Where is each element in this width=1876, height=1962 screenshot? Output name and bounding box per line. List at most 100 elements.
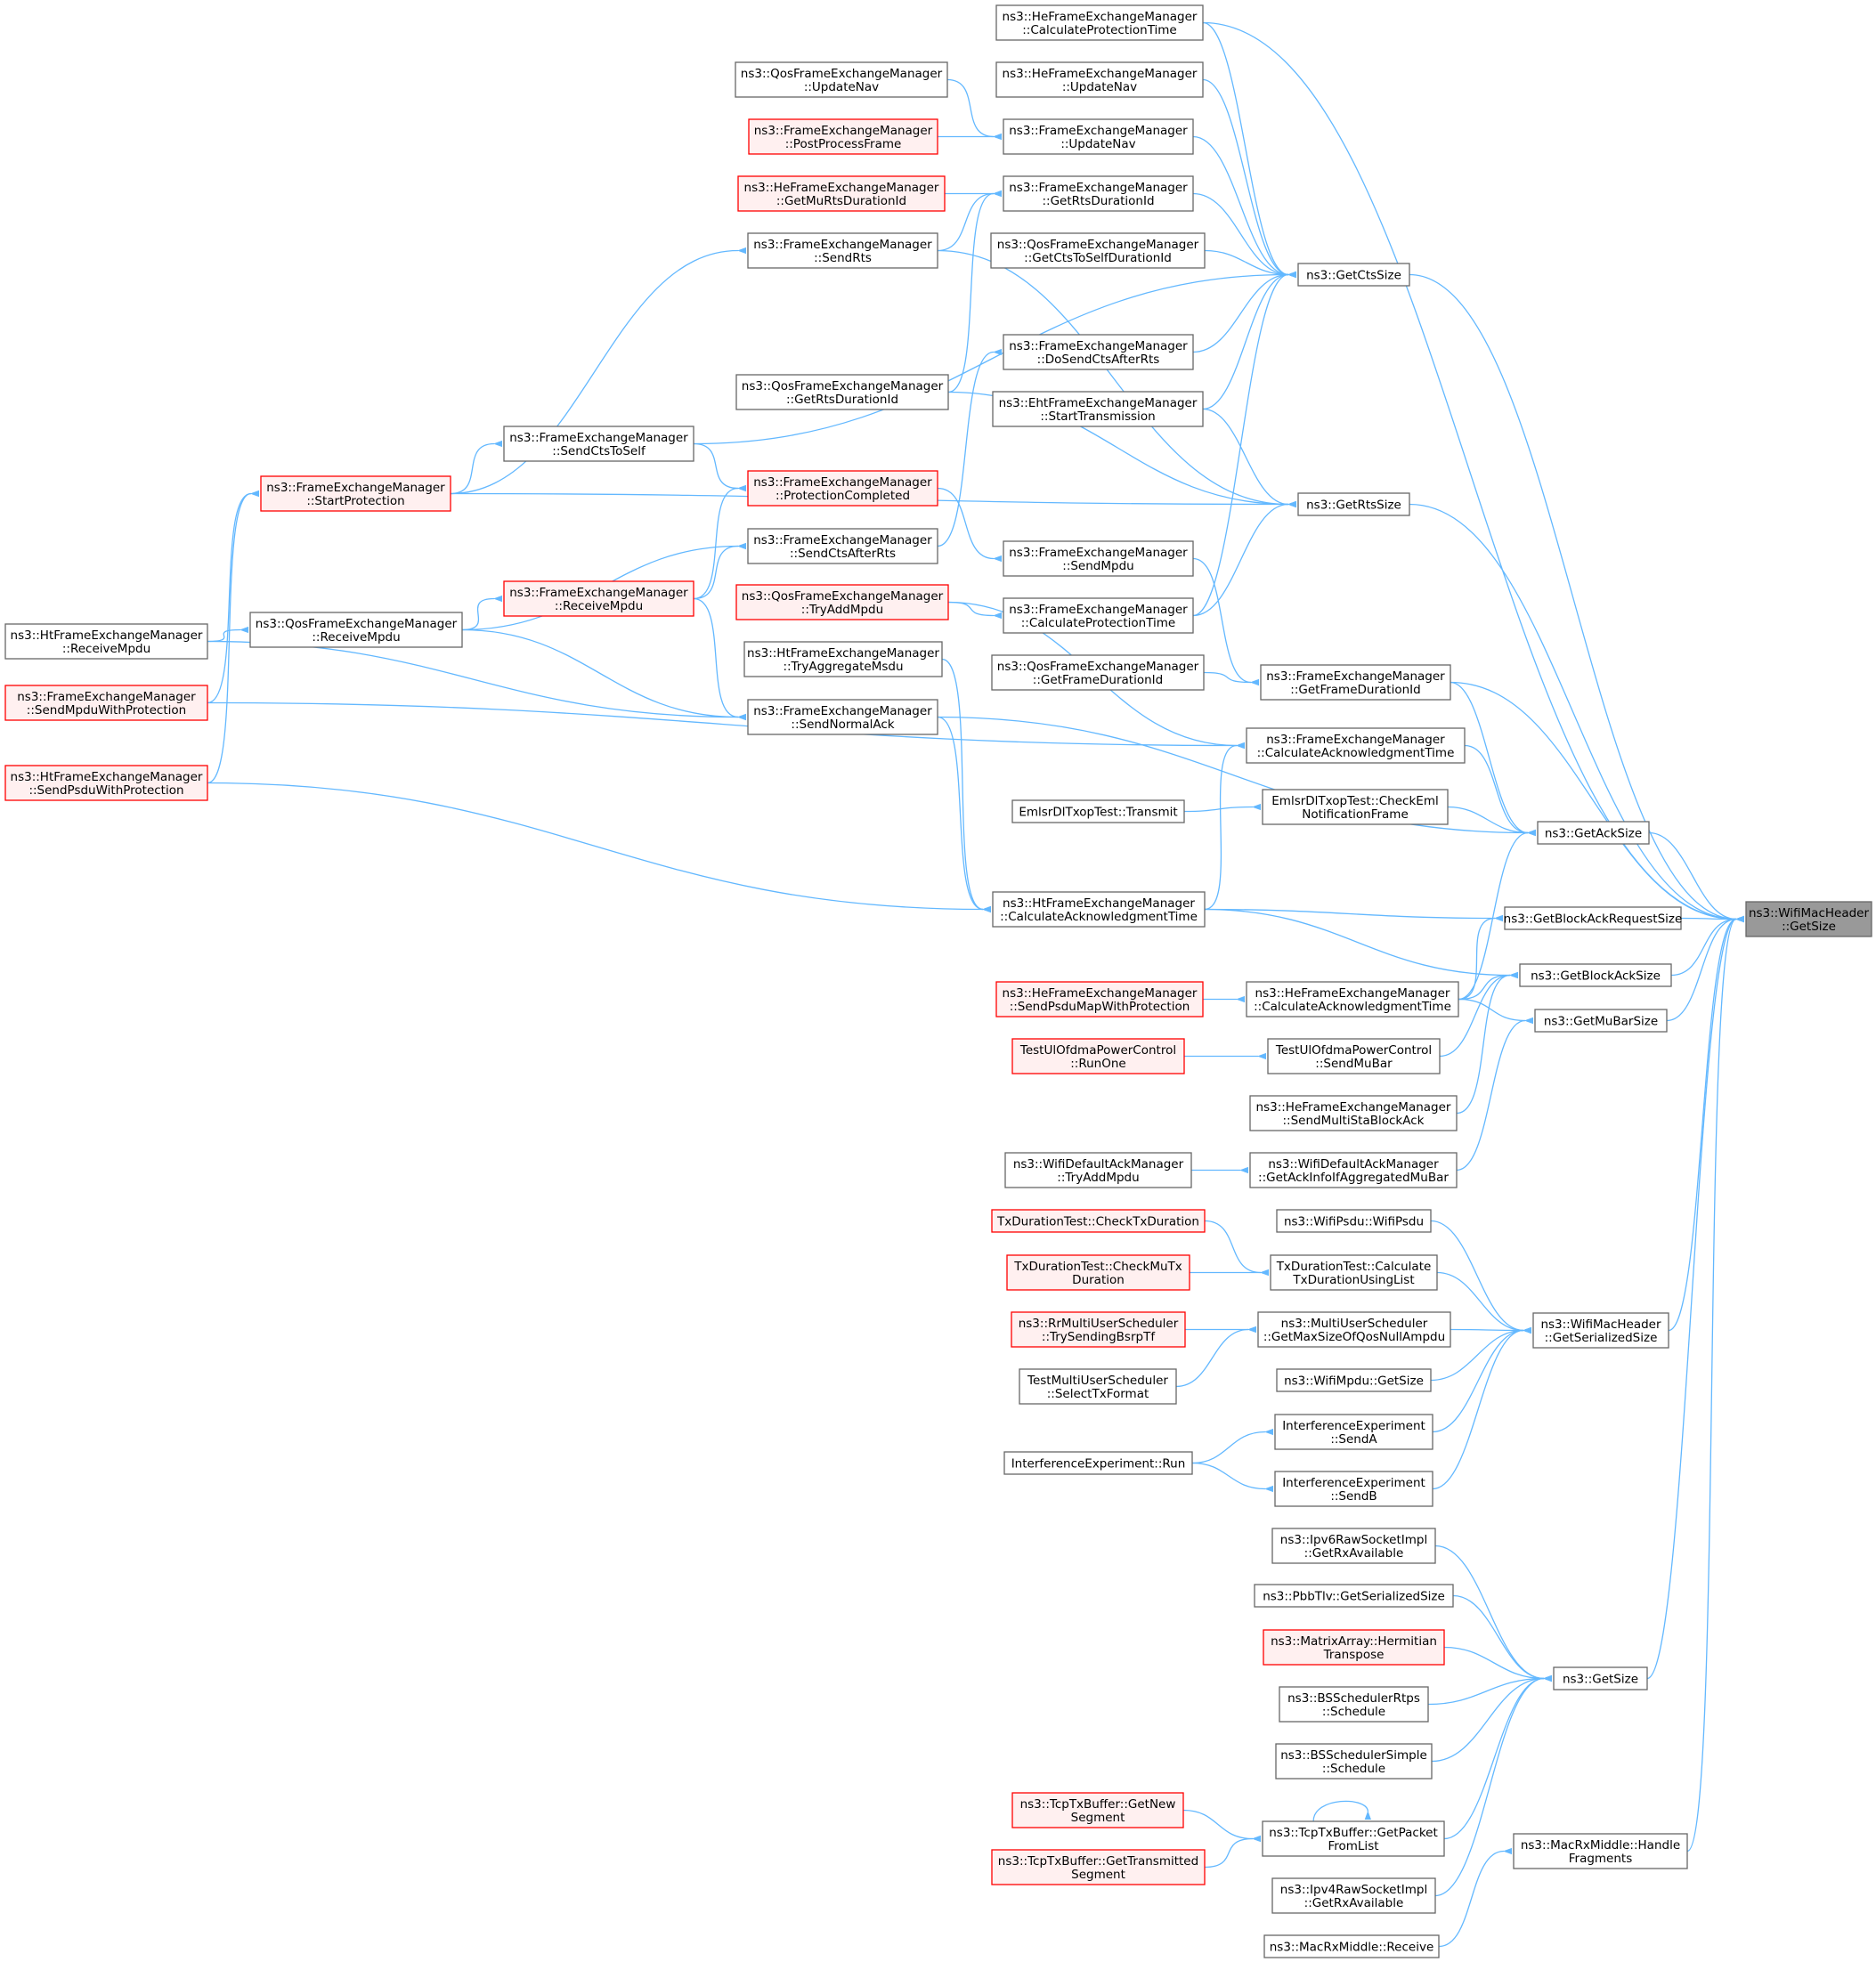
graph-node-qos-tryaddmpdu[interactable]: ns3::QosFrameExchangeManager::TryAddMpdu	[735, 584, 949, 620]
node-label: ns3::GetBlockAckSize	[1531, 969, 1661, 984]
graph-node-he-updatenav[interactable]: ns3::HeFrameExchangeManager::UpdateNav	[995, 61, 1204, 98]
graph-node-getctssize[interactable]: ns3::GetCtsSize	[1297, 263, 1410, 287]
call-edge	[1204, 1220, 1261, 1273]
graph-node-fem-dosendcts[interactable]: ns3::FrameExchangeManager::DoSendCtsAfte…	[1003, 334, 1194, 370]
graph-node-he-sendpsdumap[interactable]: ns3::HeFrameExchangeManager::SendPsduMap…	[995, 981, 1204, 1017]
node-box	[1297, 263, 1410, 287]
node-label: ::GetFrameDurationId	[1290, 683, 1420, 697]
graph-node-getrtssize[interactable]: ns3::GetRtsSize	[1297, 492, 1410, 516]
call-edge	[1183, 807, 1253, 813]
graph-node-he-sendmultista[interactable]: ns3::HeFrameExchangeManager::SendMultiSt…	[1249, 1095, 1458, 1131]
node-box	[503, 426, 694, 462]
graph-node-getbasize[interactable]: ns3::GetBlockAckSize	[1519, 963, 1672, 987]
graph-node-rr-trybsrp[interactable]: ns3::RrMultiUserScheduler::TrySendingBsr…	[1011, 1311, 1186, 1348]
graph-node-getmubarsize[interactable]: ns3::GetMuBarSize	[1534, 1009, 1668, 1033]
graph-node-fem-calcprot[interactable]: ns3::FrameExchangeManager::CalculateProt…	[1003, 597, 1194, 634]
graph-node-bs-simple[interactable]: ns3::BSSchedulerSimple::Schedule	[1275, 1743, 1433, 1780]
graph-node-ipv6-getrx[interactable]: ns3::Ipv6RawSocketImpl::GetRxAvailable	[1271, 1528, 1436, 1564]
node-box	[747, 232, 938, 269]
node-box	[1519, 963, 1672, 987]
node-label: ns3::BSSchedulerRtps	[1287, 1691, 1420, 1706]
graph-node-pbbtlv[interactable]: ns3::PbbTlv::GetSerializedSize	[1254, 1584, 1454, 1608]
node-label: ::CalculateAcknowledgmentTime	[1254, 1000, 1451, 1014]
graph-node-tmus-select[interactable]: TestMultiUserScheduler::SelectTxFormat	[1019, 1368, 1177, 1405]
node-label: ns3::WifiDefaultAckManager	[1013, 1157, 1184, 1172]
node-label: ns3::FrameExchangeManager	[509, 431, 688, 445]
graph-node-rxreceive[interactable]: ns3::MacRxMiddle::Receive	[1263, 1934, 1440, 1958]
graph-node-target[interactable]: ns3::WifiMacHeader::GetSize	[1745, 901, 1872, 937]
graph-node-fem-sendmpduwp[interactable]: ns3::FrameExchangeManager::SendMpduWithP…	[4, 685, 208, 721]
node-label: ::RunOne	[1070, 1057, 1125, 1071]
node-box	[991, 1849, 1206, 1885]
node-label: ::Schedule	[1322, 1705, 1385, 1719]
call-edge	[461, 628, 738, 718]
call-edge	[1182, 1809, 1253, 1839]
graph-node-qos-receivempdu[interactable]: ns3::QosFrameExchangeManager::ReceiveMpd…	[249, 612, 463, 648]
node-label: ns3::HtFrameExchangeManager	[1003, 896, 1195, 911]
graph-node-ie-senda[interactable]: InterferenceExperiment::SendA	[1274, 1414, 1433, 1450]
graph-node-fem-receivempdu[interactable]: ns3::FrameExchangeManager::ReceiveMpdu	[503, 580, 694, 617]
graph-node-ipv4-getrx[interactable]: ns3::Ipv4RawSocketImpl::GetRxAvailable	[1271, 1877, 1436, 1914]
node-label: ::SendCtsAfterRts	[790, 547, 896, 561]
graph-node-he-calcack[interactable]: ns3::HeFrameExchangeManager::CalculateAc…	[1246, 981, 1459, 1017]
graph-node-mus-getmaxsize[interactable]: ns3::MultiUserScheduler::GetMaxSizeOfQos…	[1257, 1311, 1451, 1348]
node-box	[995, 981, 1204, 1017]
graph-node-txd-calc[interactable]: TxDurationTest::CalculateTxDurationUsing…	[1270, 1254, 1438, 1291]
node-label: ns3::EhtFrameExchangeManager	[999, 396, 1198, 410]
graph-node-ie-sendb[interactable]: InterferenceExperiment::SendB	[1274, 1471, 1433, 1507]
graph-node-emlsr-transmit[interactable]: EmlsrDlTxopTest::Transmit	[1011, 799, 1185, 823]
graph-node-fem-startprot[interactable]: ns3::FrameExchangeManager::StartProtecti…	[260, 475, 451, 512]
graph-node-fem-sendcts2self[interactable]: ns3::FrameExchangeManager::SendCtsToSelf	[503, 426, 694, 462]
call-edge	[207, 494, 251, 784]
graph-node-getsize[interactable]: ns3::GetSize	[1553, 1666, 1648, 1690]
graph-node-testul-sendmubar[interactable]: TestUlOfdmaPowerControl::SendMuBar	[1267, 1038, 1441, 1074]
graph-node-wifimpdu-getsize[interactable]: ns3::WifiMpdu::GetSize	[1276, 1368, 1432, 1392]
graph-node-fem-sendrts[interactable]: ns3::FrameExchangeManager::SendRts	[747, 232, 938, 269]
node-label: ::StartTransmission	[1040, 409, 1155, 424]
graph-node-getserialized[interactable]: ns3::WifiMacHeader::GetSerializedSize	[1532, 1312, 1669, 1349]
graph-node-ht-sendpsduwp[interactable]: ns3::HtFrameExchangeManager::SendPsduWit…	[4, 765, 208, 801]
graph-node-getbarsize[interactable]: ns3::GetBlockAckRequestSize	[1504, 906, 1683, 930]
graph-node-fem-updatenav[interactable]: ns3::FrameExchangeManager::UpdateNav	[1003, 118, 1194, 155]
graph-node-emlsr-checkeml[interactable]: EmlsrDlTxopTest::CheckEmlNotificationFra…	[1262, 789, 1449, 825]
graph-node-fem-getrtsdur[interactable]: ns3::FrameExchangeManager::GetRtsDuratio…	[1003, 175, 1194, 212]
graph-node-txd-check[interactable]: TxDurationTest::CheckTxDuration	[991, 1209, 1206, 1233]
node-label: EmlsrDlTxopTest::CheckEml	[1271, 794, 1438, 808]
graph-node-fem-calcack[interactable]: ns3::FrameExchangeManager::CalculateAckn…	[1246, 727, 1466, 764]
node-label: ns3::FrameExchangeManager	[1009, 603, 1188, 617]
graph-node-fem-sendnormalack[interactable]: ns3::FrameExchangeManager::SendNormalAck	[747, 699, 938, 735]
graph-node-fem-sendmpdu[interactable]: ns3::FrameExchangeManager::SendMpdu	[1003, 540, 1194, 577]
node-box	[1263, 1629, 1445, 1666]
graph-node-wdam-tryaddmpdu[interactable]: ns3::WifiDefaultAckManager::TryAddMpdu	[1004, 1152, 1192, 1188]
graph-node-qos-updatenav[interactable]: ns3::QosFrameExchangeManager::UpdateNav	[735, 61, 948, 98]
graph-node-qos-getrtsdur[interactable]: ns3::QosFrameExchangeManager::GetRtsDura…	[735, 374, 949, 410]
graph-node-he-calcprot[interactable]: ns3::HeFrameExchangeManager::CalculatePr…	[995, 4, 1204, 41]
node-label: Fragments	[1569, 1852, 1633, 1866]
graph-node-ie-run[interactable]: InterferenceExperiment::Run	[1003, 1451, 1193, 1475]
graph-node-wdam-getackinfo[interactable]: ns3::WifiDefaultAckManager::GetAckInfoIf…	[1249, 1152, 1458, 1188]
graph-node-bs-rtps[interactable]: ns3::BSSchedulerRtps::Schedule	[1279, 1686, 1429, 1723]
graph-node-fem-protcompleted[interactable]: ns3::FrameExchangeManager::ProtectionCom…	[747, 470, 938, 507]
graph-node-testul-runone[interactable]: TestUlOfdmaPowerControl::RunOne	[1011, 1038, 1185, 1074]
graph-node-eht-starttx[interactable]: ns3::EhtFrameExchangeManager::StartTrans…	[992, 391, 1204, 427]
graph-node-fem-getframedur[interactable]: ns3::FrameExchangeManager::GetFrameDurat…	[1260, 664, 1451, 701]
graph-node-qos-getcts2self[interactable]: ns3::QosFrameExchangeManager::GetCtsToSe…	[990, 232, 1206, 269]
graph-node-he-getmurts[interactable]: ns3::HeFrameExchangeManager::GetMuRtsDur…	[737, 175, 946, 212]
node-label: ns3::FrameExchangeManager	[17, 690, 196, 704]
graph-node-ht-receivempdu[interactable]: ns3::HtFrameExchangeManager::ReceiveMpdu	[4, 623, 208, 660]
graph-node-ht-calcack[interactable]: ns3::HtFrameExchangeManager::CalculateAc…	[992, 891, 1206, 928]
graph-node-fem-sendctsafter[interactable]: ns3::FrameExchangeManager::SendCtsAfterR…	[747, 528, 938, 564]
graph-node-qos-getframedur[interactable]: ns3::QosFrameExchangeManager::GetFrameDu…	[991, 654, 1205, 691]
node-label: InterferenceExperiment	[1282, 1419, 1425, 1433]
graph-node-wifipsdu[interactable]: ns3::WifiPsdu::WifiPsdu	[1276, 1209, 1432, 1233]
call-edge	[1202, 275, 1288, 410]
graph-node-getacksize[interactable]: ns3::GetAckSize	[1537, 821, 1650, 845]
graph-node-fem-postprocess[interactable]: ns3::FrameExchangeManager::PostProcessFr…	[748, 118, 938, 155]
graph-node-ht-tryaggmsdu[interactable]: ns3::HtFrameExchangeManager::TryAggregat…	[743, 641, 943, 677]
